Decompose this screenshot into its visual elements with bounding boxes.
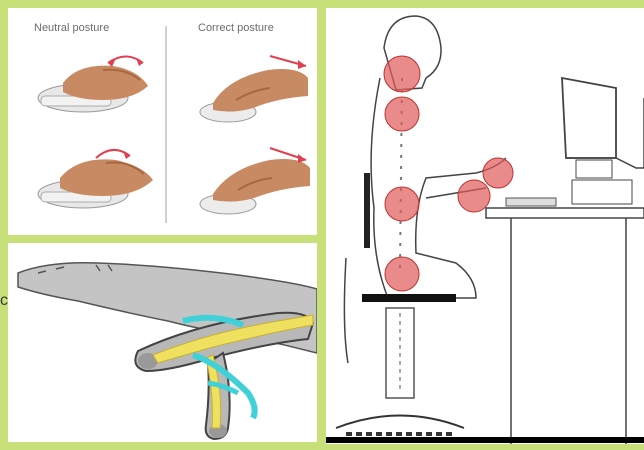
monitor-icon <box>562 78 644 204</box>
keyboard-icon <box>506 198 556 206</box>
mouse-posture-panel: Neutral posture Correct posture <box>8 8 317 235</box>
seated-posture-illustration <box>326 8 644 444</box>
finger-tendon-panel <box>8 243 317 442</box>
finger-tendon-illustration <box>8 243 317 442</box>
pain-spot-neck <box>384 56 420 92</box>
desk-icon <box>486 208 644 444</box>
left-edge-mark: c <box>0 292 8 310</box>
mouse-posture-illustration <box>8 8 317 235</box>
seated-posture-panel <box>326 8 644 444</box>
